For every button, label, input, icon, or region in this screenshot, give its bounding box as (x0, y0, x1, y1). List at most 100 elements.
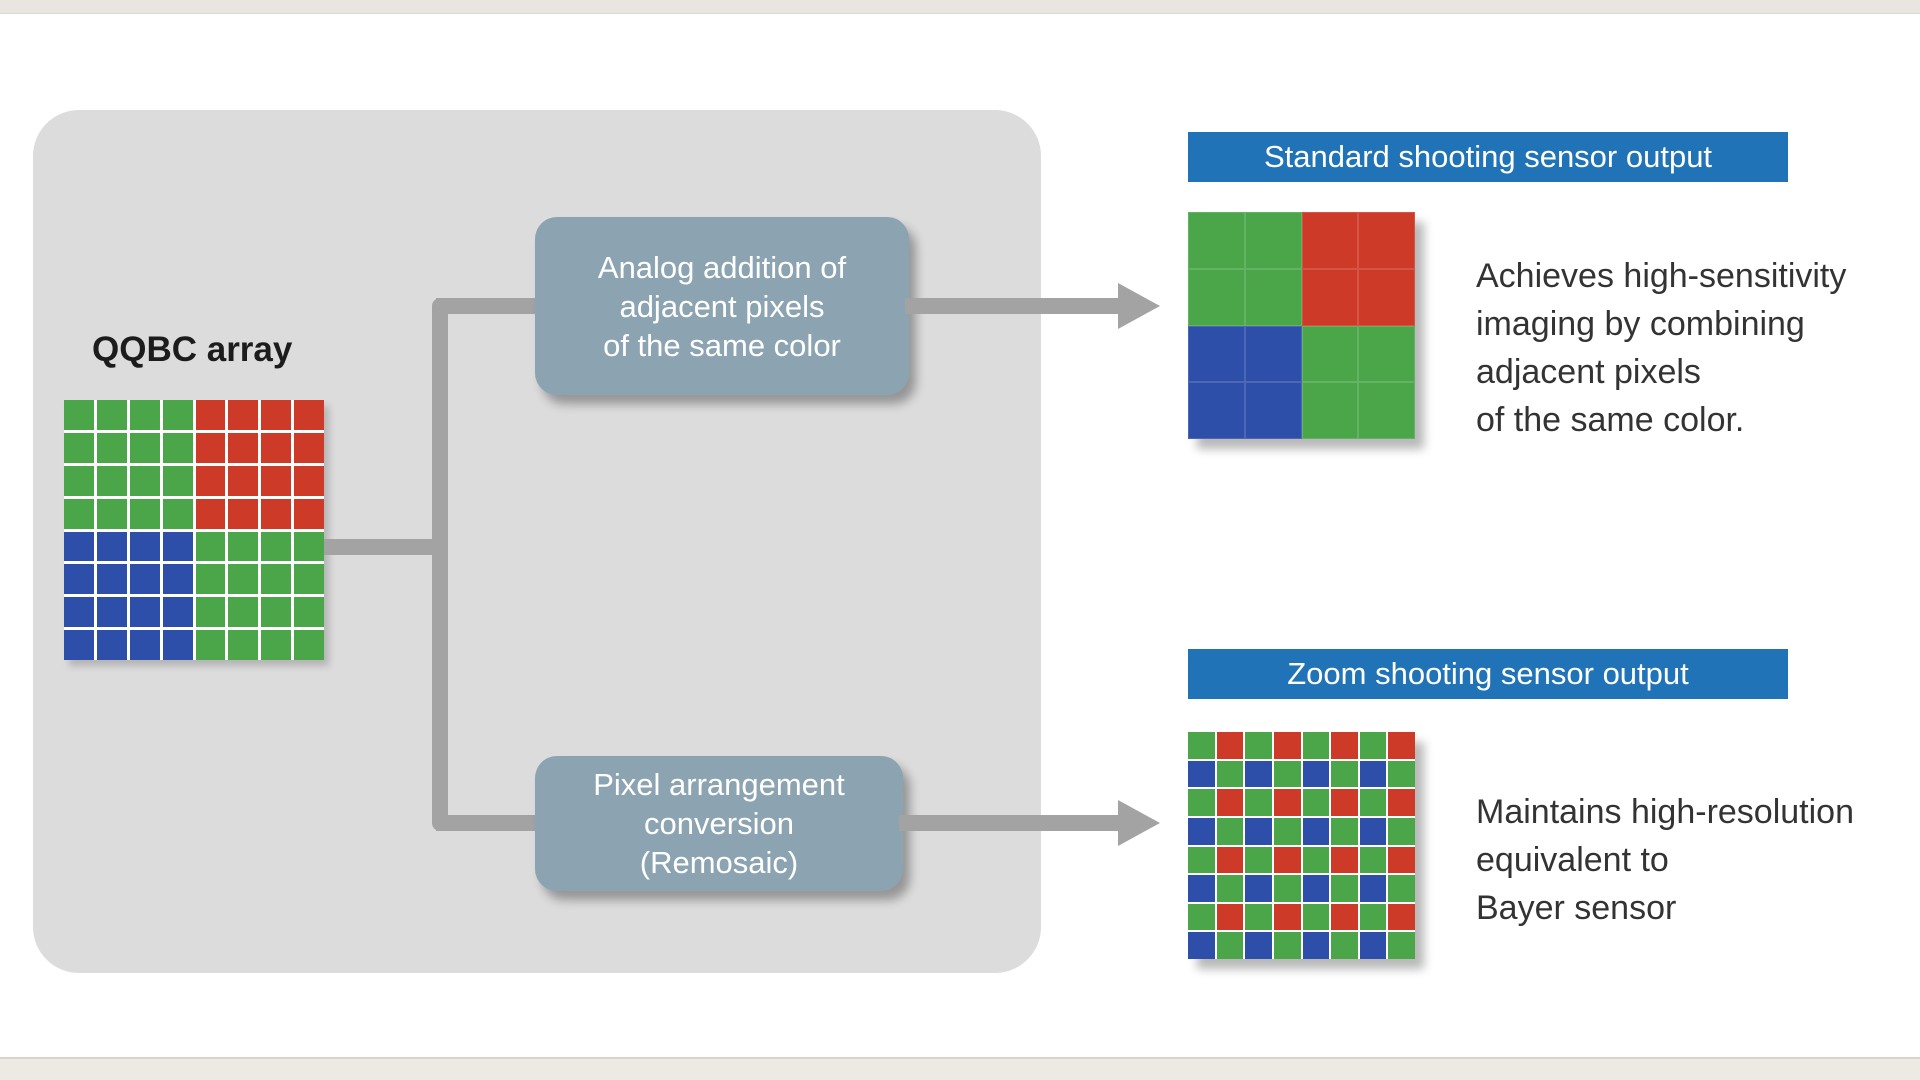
pixel-cell (1188, 732, 1215, 759)
pixel-cell (1216, 732, 1244, 759)
standard-description-line: imaging by combining (1476, 305, 1805, 343)
pixel-cell (129, 498, 160, 529)
pixel-cell (162, 465, 193, 496)
pixel-cell (1331, 817, 1358, 845)
pixel-cell (195, 531, 226, 562)
pixel-cell (1358, 325, 1415, 383)
pixel-cell (228, 531, 259, 562)
pixel-cell (1273, 789, 1301, 816)
pixel-cell (1331, 760, 1358, 788)
pixel-cell (228, 597, 259, 628)
arrow-shaft-zoom (899, 815, 1120, 831)
pixel-cell (1302, 903, 1330, 931)
pixel-cell (294, 465, 324, 496)
pixel-cell (1188, 212, 1245, 269)
pixel-cell (129, 432, 160, 463)
analog-addition-line: adjacent pixels (619, 288, 825, 324)
arrow-shaft-standard (905, 298, 1120, 314)
top-edge-strip (0, 0, 1920, 14)
pixel-cell (228, 432, 259, 463)
pixel-cell (294, 400, 324, 430)
pixel-cell (1331, 789, 1358, 816)
pixel-cell (1245, 875, 1272, 902)
pixel-cell (228, 498, 259, 529)
pixel-cell (1331, 846, 1358, 874)
pixel-cell (1245, 760, 1272, 788)
pixel-cell (96, 498, 127, 529)
standard-output-description: Achieves high-sensitivity imaging by com… (1476, 252, 1846, 444)
pixel-cell (195, 564, 226, 595)
zoom-description-line: Maintains high-resolution (1476, 793, 1854, 831)
remosaic-line: (Remosaic) (639, 845, 799, 880)
pixel-cell (1244, 212, 1302, 269)
pixel-cell (1245, 789, 1272, 816)
pixel-cell (64, 400, 94, 430)
pixel-cell (1302, 875, 1330, 902)
pixel-cell (1244, 382, 1302, 439)
pixel-cell (162, 498, 193, 529)
pixel-cell (129, 597, 160, 628)
pixel-cell (64, 531, 94, 562)
pixel-cell (1245, 817, 1272, 845)
pixel-cell (1388, 817, 1415, 845)
zoom-output-banner: Zoom shooting sensor output (1188, 649, 1788, 699)
pixel-cell (96, 630, 127, 660)
pixel-cell (96, 597, 127, 628)
connector-from-array (324, 539, 441, 555)
pixel-cell (129, 564, 160, 595)
pixel-cell (1358, 212, 1415, 269)
standard-description-line: adjacent pixels (1476, 353, 1701, 391)
pixel-cell (294, 531, 324, 562)
pixel-cell (1302, 760, 1330, 788)
pixel-cell (1273, 875, 1301, 902)
pixel-cell (1359, 875, 1387, 902)
pixel-cell (1188, 325, 1245, 383)
zoom-description-line: equivalent to (1476, 841, 1669, 879)
pixel-cell (261, 400, 292, 430)
pixel-cell (96, 531, 127, 562)
pixel-cell (96, 465, 127, 496)
pixel-cell (228, 465, 259, 496)
pixel-cell (195, 498, 226, 529)
pixel-cell (1388, 932, 1415, 959)
pixel-cell (195, 597, 226, 628)
pixel-cell (261, 531, 292, 562)
pixel-cell (1388, 760, 1415, 788)
standard-description-line: of the same color. (1476, 401, 1745, 439)
pixel-cell (64, 597, 94, 628)
pixel-cell (96, 400, 127, 430)
pixel-cell (1244, 268, 1302, 326)
pixel-cell (294, 498, 324, 529)
pixel-cell (1358, 382, 1415, 439)
analog-addition-box: Analog addition of adjacent pixels of th… (535, 217, 909, 395)
pixel-cell (1273, 903, 1301, 931)
pixel-cell (1188, 789, 1215, 816)
pixel-cell (1188, 817, 1215, 845)
pixel-cell (294, 564, 324, 595)
analog-addition-line: of the same color (603, 327, 841, 363)
pixel-cell (1188, 760, 1215, 788)
pixel-cell (64, 432, 94, 463)
arrow-head-zoom-icon (1118, 800, 1160, 846)
pixel-cell (261, 630, 292, 660)
pixel-cell (195, 432, 226, 463)
pixel-cell (1359, 732, 1387, 759)
pixel-cell (129, 630, 160, 660)
pixel-cell (261, 564, 292, 595)
pixel-cell (1301, 268, 1359, 326)
pixel-cell (228, 630, 259, 660)
pixel-cell (1188, 875, 1215, 902)
pixel-cell (1245, 846, 1272, 874)
pixel-cell (1359, 846, 1387, 874)
remosaic-box: Pixel arrangement conversion (Remosaic) (535, 756, 903, 891)
pixel-cell (96, 564, 127, 595)
pixel-cell (162, 630, 193, 660)
pixel-cell (1388, 846, 1415, 874)
pixel-cell (1273, 846, 1301, 874)
pixel-cell (1244, 325, 1302, 383)
pixel-cell (1188, 932, 1215, 959)
pixel-cell (1245, 932, 1272, 959)
pixel-cell (1188, 382, 1245, 439)
pixel-cell (261, 597, 292, 628)
standard-output-banner: Standard shooting sensor output (1188, 132, 1788, 182)
